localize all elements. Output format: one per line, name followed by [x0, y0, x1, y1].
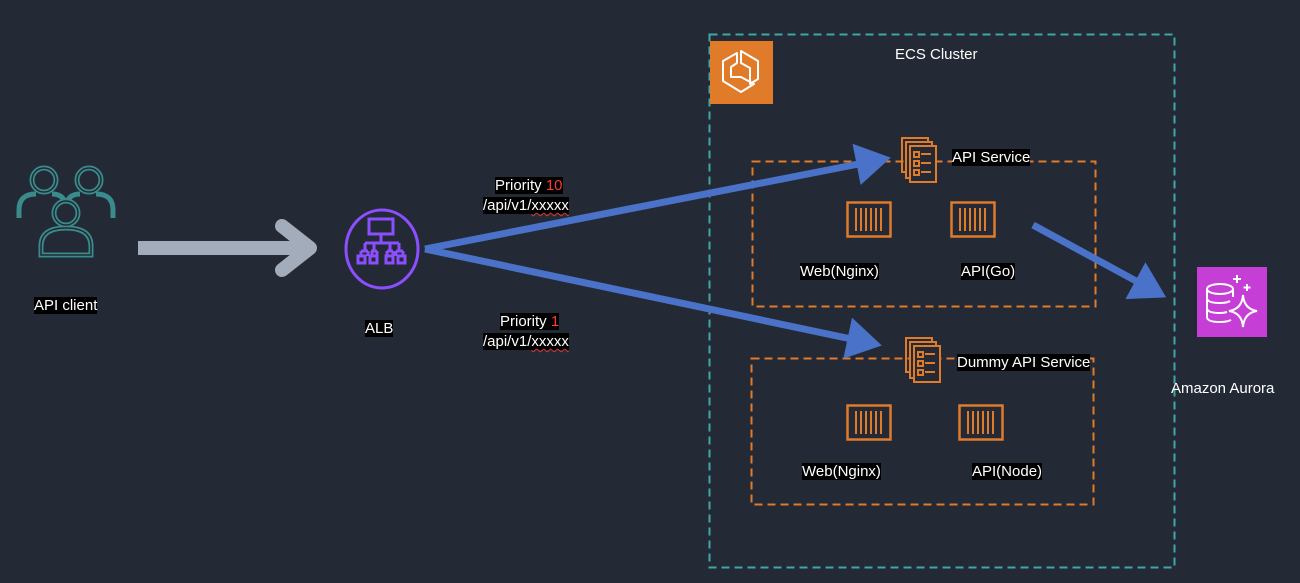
alb-label: ALB [365, 320, 394, 337]
container-label: Web(Nginx) [802, 463, 881, 480]
ecs-cluster-label: ECS Cluster [895, 46, 978, 63]
api-client-node[interactable] [14, 158, 118, 260]
container-label: API(Node) [972, 463, 1043, 480]
alb-to-dummy-service-arrow [424, 245, 882, 359]
aurora-label: Amazon Aurora [1171, 380, 1275, 397]
priority-value: 10 [545, 177, 563, 194]
api-service-to-aurora-arrow [1031, 221, 1167, 300]
alb-node[interactable] [343, 207, 421, 291]
aurora-icon [1206, 275, 1258, 328]
api-service-task-icon[interactable] [899, 136, 939, 184]
container-api-node[interactable] [958, 404, 1004, 441]
task-definition-icon [905, 337, 941, 383]
container-icon [950, 201, 996, 238]
route-path-label-1: /api/v1/xxxxx [483, 197, 569, 214]
task-definition-icon [901, 137, 937, 183]
container-api-go[interactable] [950, 201, 996, 238]
api-service-label: API Service [952, 149, 1031, 166]
ecs-cluster-boundary [708, 33, 1176, 569]
route-path-label-2: /api/v1/xxxxx [483, 333, 569, 350]
route-priority-label-2: Priority 1 [500, 313, 560, 330]
client-to-alb-arrow [138, 219, 317, 277]
dummy-api-service-label: Dummy API Service [957, 354, 1091, 371]
container-label: Web(Nginx) [800, 263, 879, 280]
container-icon [958, 404, 1004, 441]
container-label: API(Go) [961, 263, 1016, 280]
priority-value: 1 [550, 313, 560, 330]
ecs-cluster-icon-tile [710, 41, 773, 104]
ecs-icon [722, 50, 759, 93]
container-web-nginx-1[interactable] [846, 201, 892, 238]
alb-to-api-service-arrow [424, 143, 891, 253]
container-icon [846, 404, 892, 441]
route-priority-label-1: Priority 10 [495, 177, 563, 194]
users-icon [16, 165, 116, 258]
container-icon [846, 201, 892, 238]
dummy-api-service-task-icon[interactable] [903, 336, 943, 384]
load-balancer-icon [344, 208, 420, 290]
container-web-nginx-2[interactable] [846, 404, 892, 441]
aurora-node[interactable] [1197, 267, 1267, 337]
api-client-label: API client [34, 297, 98, 314]
